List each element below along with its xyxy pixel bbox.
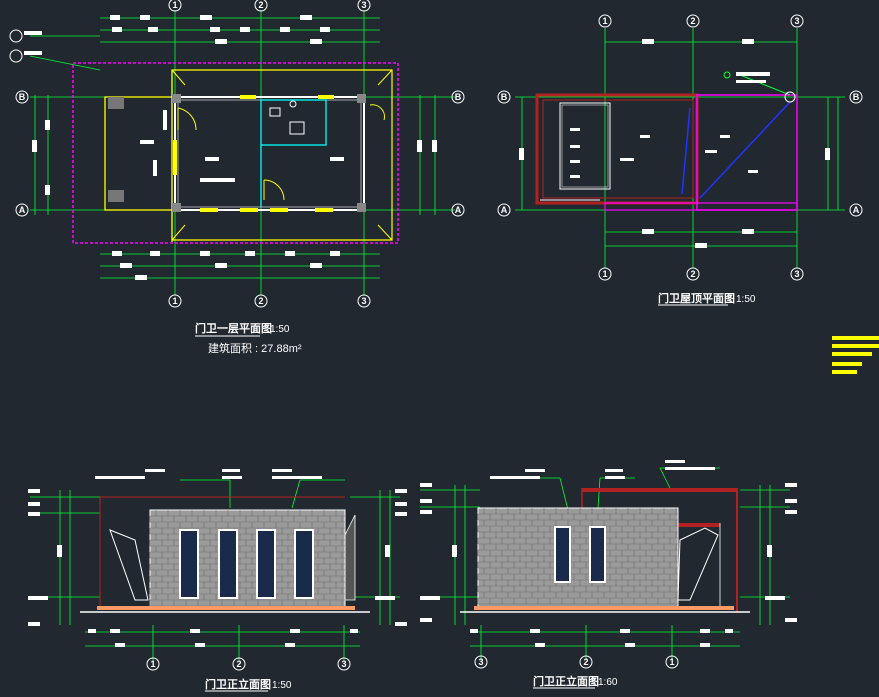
be-axis-1: 1 xyxy=(669,657,674,667)
rp-axis-bottom-2: 2 xyxy=(690,269,695,279)
fp-axis-bottom-3: 3 xyxy=(361,296,366,306)
rp-axis-bottom-3: 3 xyxy=(794,269,799,279)
fe-axis-3: 3 xyxy=(341,659,346,669)
legend-note xyxy=(832,336,879,374)
floor-plan-area: 建筑面积 : 27.88m² xyxy=(208,341,302,355)
fp-axis-top-2: 2 xyxy=(258,0,263,10)
fp-axis-left-b: B xyxy=(19,92,26,102)
rp-axis-bottom-1: 1 xyxy=(602,269,607,279)
be-axis-2: 2 xyxy=(583,657,588,667)
front-elevation: 1 2 3 门卫正立面图 1:50 xyxy=(28,469,407,692)
back-elevation-title: 门卫正立面图 xyxy=(533,674,599,688)
fp-axis-left-a: A xyxy=(19,205,26,215)
rp-axis-right-b: B xyxy=(853,92,860,102)
fe-axis-1: 1 xyxy=(150,659,155,669)
fp-axis-right-b: B xyxy=(455,92,462,102)
rp-axis-top-3: 3 xyxy=(794,16,799,26)
back-elevation-scale: 1:60 xyxy=(598,677,618,688)
roof-plan: 1 2 3 1 2 3 B A B A 门卫屋顶平面图 1:50 xyxy=(497,14,863,306)
back-brick-pattern xyxy=(477,508,678,605)
floor-plan-title: 门卫一层平面图 xyxy=(195,321,272,335)
front-elevation-scale: 1:50 xyxy=(272,680,292,691)
rp-axis-top-2: 2 xyxy=(690,16,695,26)
fp-axis-bottom-1: 1 xyxy=(172,296,177,306)
fp-axis-top-1: 1 xyxy=(172,0,177,10)
fp-axis-bottom-2: 2 xyxy=(258,296,263,306)
front-elevation-title: 门卫正立面图 xyxy=(205,677,271,691)
fp-axis-top-3: 3 xyxy=(361,0,366,10)
roof-plan-scale: 1:50 xyxy=(736,294,756,305)
fp-axis-right-a: A xyxy=(455,205,462,215)
rp-axis-left-a: A xyxy=(501,205,508,215)
roof-plan-title: 门卫屋顶平面图 xyxy=(658,291,735,305)
back-elevation: 3 2 1 门卫正立面图 1:60 xyxy=(420,460,797,689)
rp-axis-right-a: A xyxy=(853,205,860,215)
rp-axis-left-b: B xyxy=(501,92,508,102)
fe-axis-2: 2 xyxy=(236,659,241,669)
floor-plan-scale: 1:50 xyxy=(270,324,290,335)
floor-plan: 1 2 3 1 2 3 B A B A 门卫一层平面图 1:50 建筑面积 : … xyxy=(9,0,465,355)
rp-axis-top-1: 1 xyxy=(602,16,607,26)
be-axis-3: 3 xyxy=(478,657,483,667)
